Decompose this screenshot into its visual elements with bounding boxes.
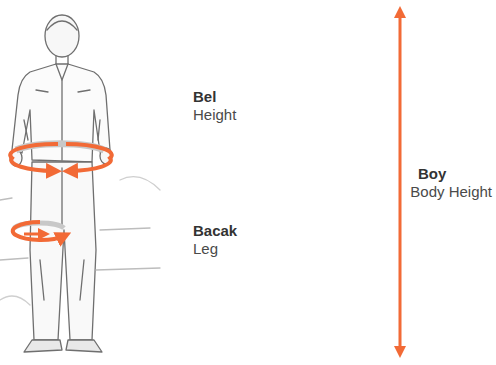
waist-rotation-arrows xyxy=(10,144,111,171)
height-arrow xyxy=(399,12,402,352)
leg-rotation-arrows xyxy=(13,222,64,240)
person-sketch xyxy=(0,15,160,352)
dimension-name: Boy xyxy=(418,165,446,183)
part-translation: Height xyxy=(193,106,236,124)
part-name: Bel xyxy=(193,88,216,106)
dimension-translation: Body Height xyxy=(410,183,492,201)
part-name: Bacak xyxy=(193,222,237,240)
part-translation: Leg xyxy=(193,240,218,258)
